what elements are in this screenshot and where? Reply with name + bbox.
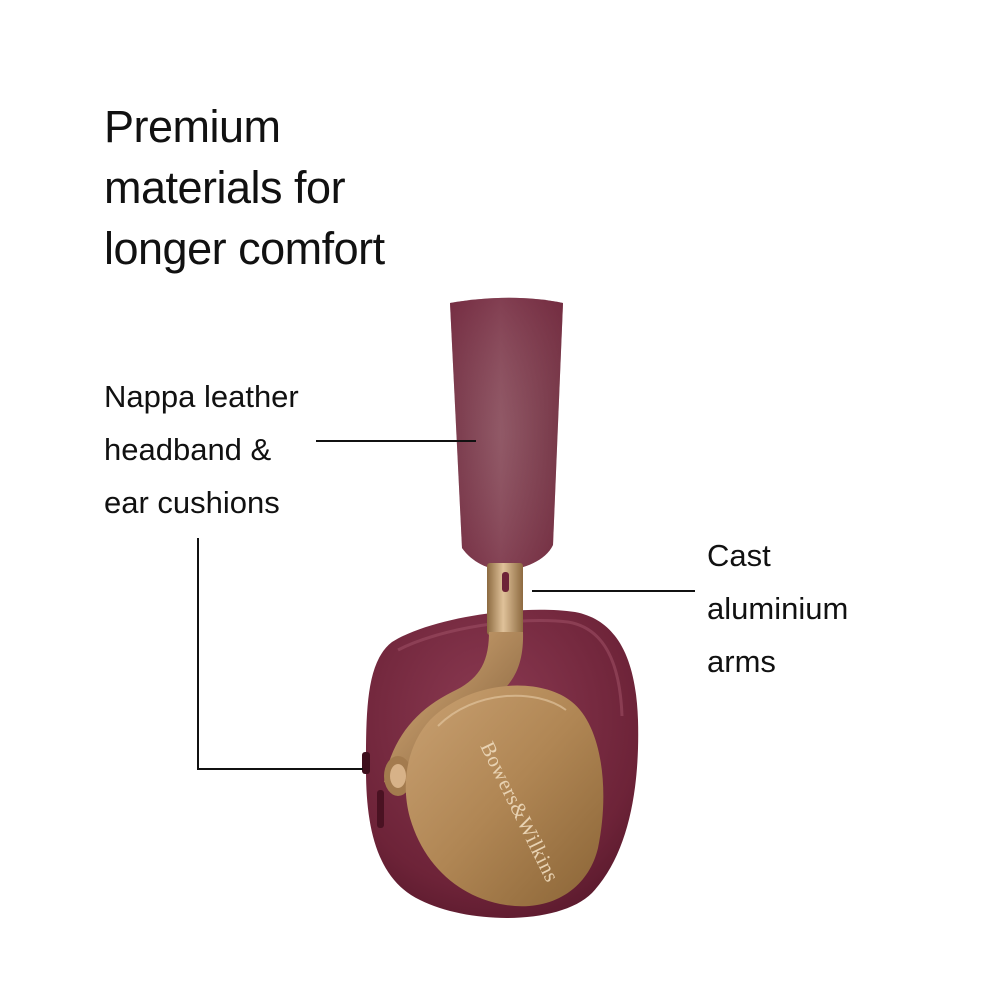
callout-line: headband & [104, 432, 272, 467]
callout-line: ear cushions [104, 485, 280, 520]
cushion-leader-line-vertical [197, 538, 199, 770]
headline-line: Premium [104, 101, 281, 152]
headline-line: longer comfort [104, 223, 385, 274]
cushion-leader-line-horizontal [197, 768, 363, 770]
aluminium-callout: Cast aluminium arms [707, 529, 848, 688]
callout-line: arms [707, 644, 776, 679]
headline-line: materials for [104, 162, 346, 213]
side-button [362, 752, 370, 774]
bronze-cover-plate [405, 685, 604, 907]
aluminium-stem [487, 563, 523, 635]
page-headline: Premium materials for longer comfort [104, 96, 385, 279]
callout-line: Cast [707, 538, 771, 573]
callout-line: aluminium [707, 591, 849, 626]
headband-leader-line [316, 440, 476, 442]
leather-callout: Nappa leather headband & ear cushions [104, 370, 299, 529]
arm-leader-line [532, 590, 695, 592]
callout-line: Nappa leather [104, 379, 299, 414]
